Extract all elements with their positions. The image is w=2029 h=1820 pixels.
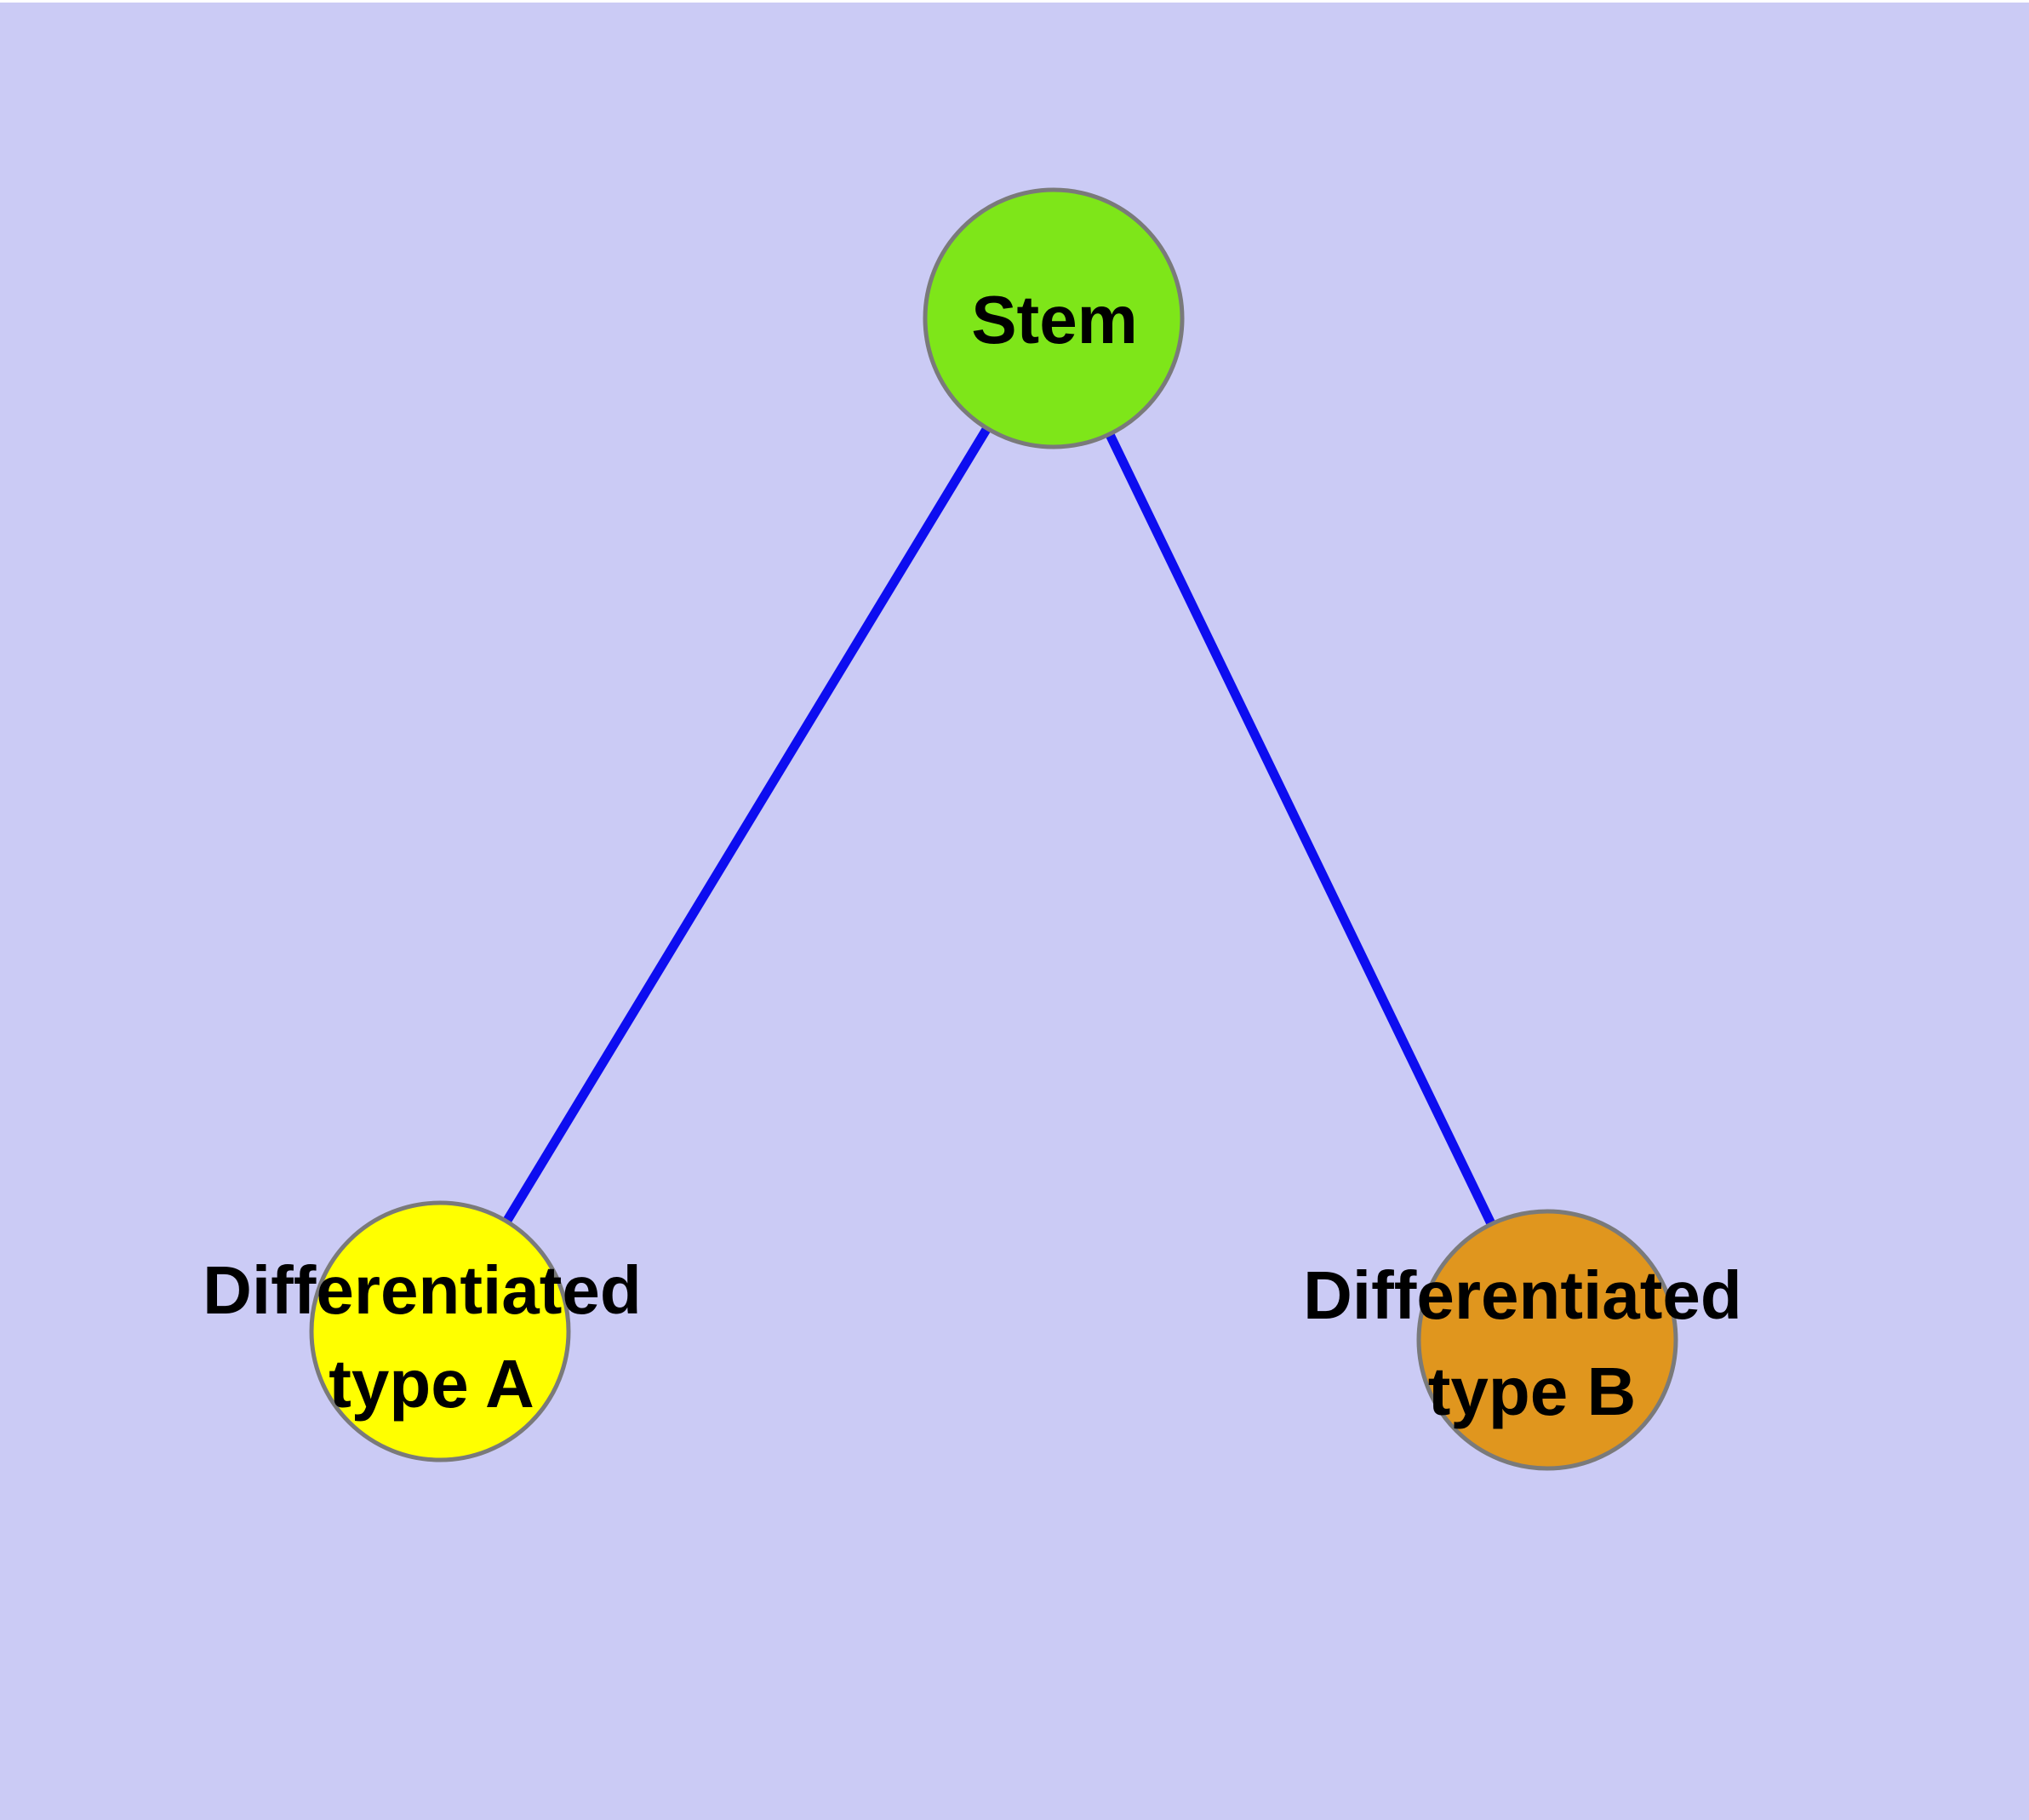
node-type-b-label: Differentiated type B [1303, 1257, 1761, 1429]
node-type-a-label: Differentiated type A [203, 1252, 660, 1422]
node-type-b-label-line2: type B [1428, 1354, 1637, 1429]
node-type-a-label-line2: type A [329, 1346, 534, 1422]
node-differentiated-type-b [1416, 1209, 1678, 1471]
edge-stem-to-type-a [436, 316, 1058, 1334]
node-stem-label: Stem [971, 282, 1138, 358]
edge-stem-to-type-b [1049, 316, 1552, 1342]
node-type-a-label-line1: Differentiated [203, 1252, 642, 1328]
top-margin-strip [0, 0, 2029, 3]
node-stem [923, 187, 1185, 449]
node-differentiated-type-a [309, 1200, 571, 1462]
node-type-b-label-line1: Differentiated [1303, 1257, 1742, 1333]
